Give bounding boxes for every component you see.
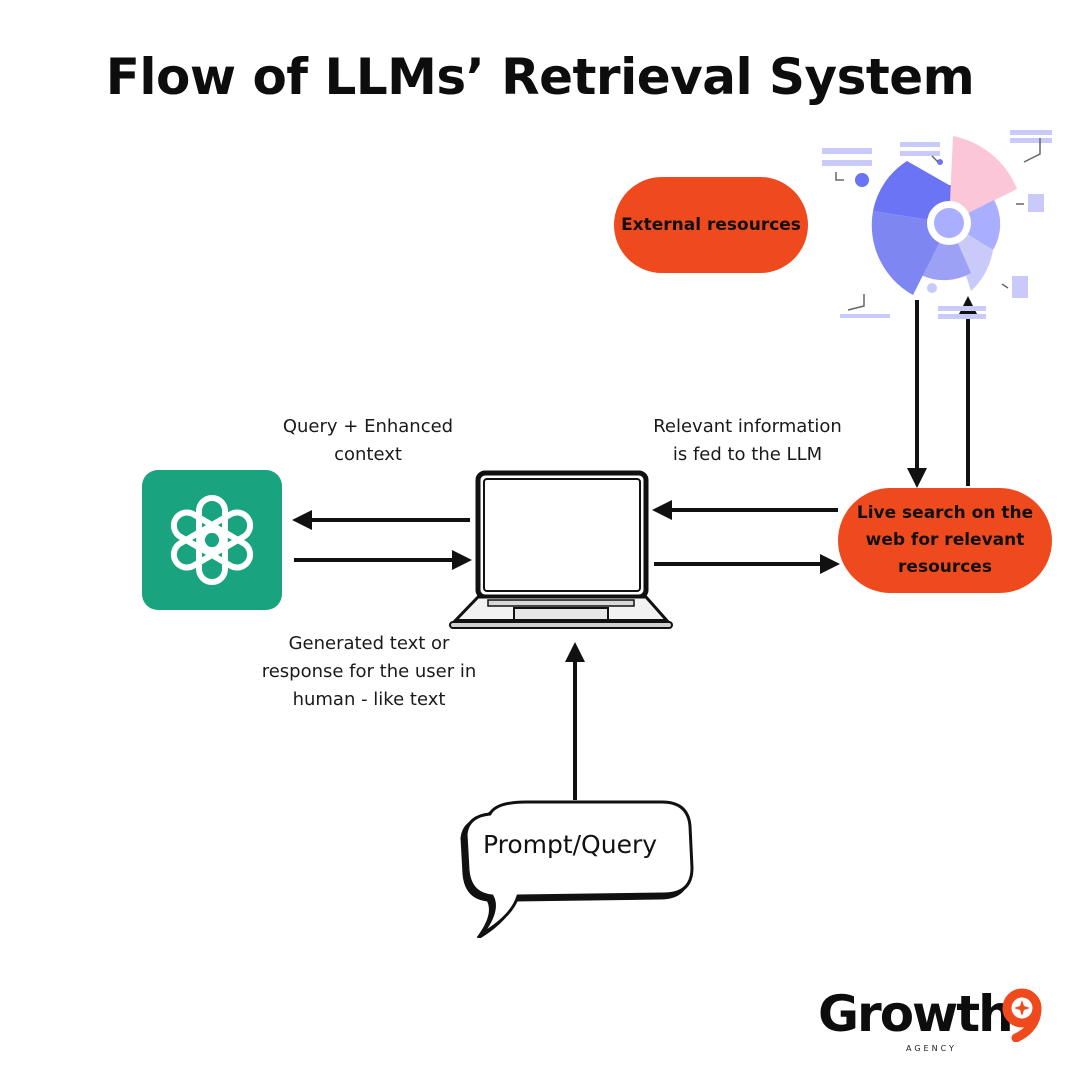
relevant-info-note: Relevant information is fed to the LLM <box>625 413 870 469</box>
external-resources-label: External resources <box>621 215 801 235</box>
pie-chart-icon <box>822 130 1052 319</box>
generated-note-line-1: Generated text or <box>288 633 450 654</box>
brand-logo-tagline: AGENCY <box>906 1044 957 1053</box>
laptop-icon <box>448 470 674 629</box>
query-note-line-2: context <box>334 444 402 465</box>
prompt-query-label: Prompt/Query <box>482 830 658 859</box>
llm-node <box>142 470 282 610</box>
page-title: Flow of LLMs’ Retrieval System <box>105 48 975 106</box>
query-note-line-1: Query + Enhanced <box>282 416 454 437</box>
live-search-label: Live search on the web for relevant reso… <box>856 503 1034 577</box>
relevant-note-line-1: Relevant information <box>653 416 842 437</box>
relevant-note-line-2: is fed to the LLM <box>672 444 823 465</box>
openai-logo-icon <box>170 495 254 585</box>
generated-note-line-2: response for the user in <box>261 661 477 682</box>
query-context-note: Query + Enhanced context <box>258 413 478 469</box>
external-resources-node: External resources <box>614 177 808 273</box>
brand-logo-nine-icon <box>1002 988 1042 1042</box>
brand-logo-wordmark: Growth <box>818 985 1014 1043</box>
generated-text-note: Generated text or response for the user … <box>238 630 500 714</box>
live-search-node: Live search on the web for relevant reso… <box>838 488 1052 593</box>
speech-bubble-icon <box>460 800 694 938</box>
generated-note-line-3: human - like text <box>292 689 446 710</box>
